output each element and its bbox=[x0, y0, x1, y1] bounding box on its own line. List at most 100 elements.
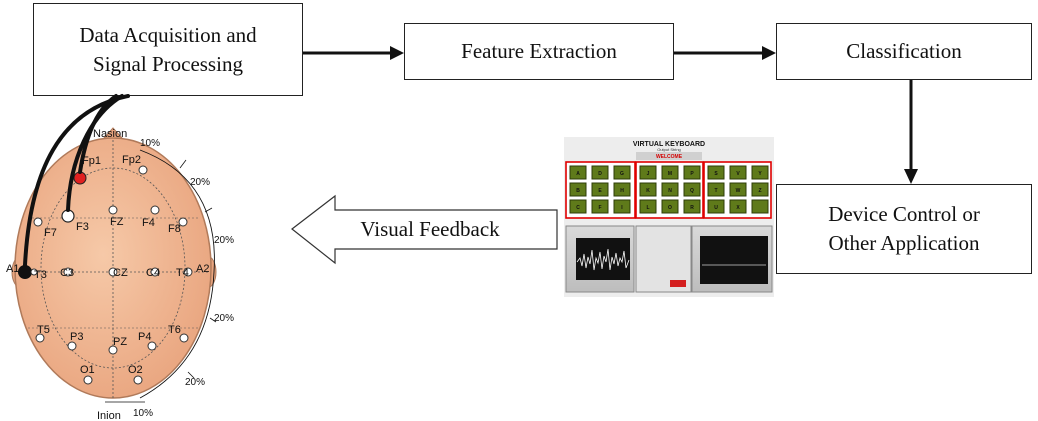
arrow-classification-to-device bbox=[904, 80, 918, 184]
nasion-label: Nasion bbox=[93, 128, 127, 140]
device-control-line1: Device Control or bbox=[828, 202, 980, 226]
electrode-fz bbox=[108, 205, 118, 215]
keyboard-key bbox=[683, 199, 701, 214]
arrow-acq-to-feature bbox=[303, 46, 404, 60]
keyboard-key bbox=[569, 199, 587, 214]
eeg-signal-plot bbox=[576, 238, 630, 280]
electrode-f8 bbox=[178, 217, 188, 227]
keyboard-key bbox=[683, 182, 701, 197]
keyboard-key-label: H bbox=[620, 188, 624, 194]
label-cz: CZ bbox=[113, 267, 128, 279]
keyboard-key-label: I bbox=[621, 205, 623, 211]
data-acquisition-line1: Data Acquisition and bbox=[79, 22, 257, 47]
label-c3: C3 bbox=[60, 267, 74, 279]
keyboard-key bbox=[591, 182, 609, 197]
electrode-p3 bbox=[67, 341, 77, 351]
arrow-feature-to-classification bbox=[674, 46, 776, 60]
keyboard-title: VIRTUAL KEYBOARD bbox=[633, 141, 705, 148]
pct-right-mid-lower: 20% bbox=[214, 313, 234, 324]
keyboard-key-label: A bbox=[576, 171, 580, 177]
keyboard-key bbox=[613, 165, 631, 180]
keyboard-key bbox=[613, 182, 631, 197]
electrode-t3 bbox=[30, 268, 38, 276]
label-t5: T5 bbox=[37, 324, 50, 336]
output-plot bbox=[700, 236, 768, 284]
visual-feedback-label: Visual Feedback bbox=[360, 217, 500, 241]
feature-extraction-box: Feature Extraction bbox=[404, 23, 674, 80]
keyboard-key-label: E bbox=[598, 188, 602, 194]
device-control-line2: Other Application bbox=[828, 231, 980, 255]
label-t4: T4 bbox=[176, 267, 189, 279]
keyboard-key bbox=[613, 199, 631, 214]
label-p4: P4 bbox=[138, 331, 151, 343]
keyboard-key bbox=[639, 165, 657, 180]
pct-right-lower: 20% bbox=[185, 377, 205, 388]
keyboard-key-label: R bbox=[690, 205, 694, 211]
keyboard-key-label: C bbox=[576, 205, 580, 211]
electrode-o2 bbox=[133, 375, 143, 385]
keyboard-key-label: S bbox=[714, 171, 718, 177]
electrode-fp2 bbox=[138, 165, 148, 175]
keyboard-key-label: Y bbox=[758, 171, 762, 177]
electrode-c4 bbox=[150, 267, 160, 277]
label-t3: T3 bbox=[34, 269, 47, 281]
electrode-o1 bbox=[83, 375, 93, 385]
pct-top: 10% bbox=[140, 138, 160, 149]
eeg-head-diagram: 10% 20% 20% 20% 20% 10% Nasion Inion Fp1… bbox=[6, 127, 234, 421]
electrode-pz bbox=[108, 345, 118, 355]
stop-button-indicator bbox=[670, 280, 686, 287]
keyboard-key bbox=[751, 165, 769, 180]
keyboard-key bbox=[707, 199, 725, 214]
keyboard-key-label: F bbox=[598, 205, 601, 211]
keyboard-key bbox=[729, 165, 747, 180]
keyboard-key bbox=[569, 165, 587, 180]
label-t6: T6 bbox=[168, 324, 181, 336]
electrode-t6 bbox=[179, 333, 189, 343]
keyboard-key-label: V bbox=[736, 171, 740, 177]
electrode-p4 bbox=[147, 341, 157, 351]
keyboard-key-label: Z bbox=[758, 188, 761, 194]
pct-right-upper: 20% bbox=[190, 177, 210, 188]
label-pz: PZ bbox=[113, 336, 127, 348]
label-o1: O1 bbox=[80, 364, 95, 376]
keyboard-key-label: M bbox=[668, 171, 672, 177]
label-f8: F8 bbox=[168, 223, 181, 235]
keyboard-key-label: W bbox=[736, 188, 741, 194]
keyboard-key bbox=[729, 199, 747, 214]
electrode-cables bbox=[23, 94, 130, 267]
keyboard-key-label: G bbox=[620, 171, 624, 177]
keyboard-key bbox=[751, 182, 769, 197]
virtual-keyboard-screenshot: VIRTUAL KEYBOARD Output String WELCOME A… bbox=[564, 137, 774, 297]
keyboard-key-label: K bbox=[646, 188, 650, 194]
keyboard-key-label: O bbox=[668, 205, 672, 211]
data-acquisition-box: Data Acquisition and Signal Processing bbox=[33, 3, 303, 96]
keyboard-key bbox=[683, 165, 701, 180]
electrode-f4 bbox=[150, 205, 160, 215]
keyboard-key bbox=[639, 182, 657, 197]
label-f3: F3 bbox=[76, 221, 89, 233]
inion-label: Inion bbox=[97, 410, 121, 421]
keyboard-key-label: L bbox=[646, 205, 649, 211]
electrode-cz bbox=[108, 267, 118, 277]
keyboard-key bbox=[751, 199, 769, 214]
keyboard-key bbox=[639, 199, 657, 214]
keyboard-subtitle: Output String bbox=[657, 147, 681, 152]
keyboard-key bbox=[707, 182, 725, 197]
visual-feedback-arrow: Visual Feedback bbox=[291, 194, 558, 265]
label-o2: O2 bbox=[128, 364, 143, 376]
keyboard-key bbox=[661, 199, 679, 214]
keyboard-key-label: X bbox=[736, 205, 740, 211]
keyboard-key bbox=[661, 182, 679, 197]
label-p3: P3 bbox=[70, 331, 83, 343]
keyboard-key-label: N bbox=[668, 188, 672, 194]
label-c4: C4 bbox=[146, 267, 160, 279]
keyboard-key bbox=[569, 182, 587, 197]
keyboard-key bbox=[707, 165, 725, 180]
feature-extraction-label: Feature Extraction bbox=[461, 39, 617, 63]
pct-right-mid-upper: 20% bbox=[214, 235, 234, 246]
keyboard-key-label: T bbox=[714, 188, 717, 194]
electrode-a1 bbox=[18, 265, 32, 279]
keyboard-key-label: Q bbox=[690, 188, 694, 194]
label-fp1: Fp1 bbox=[82, 155, 101, 167]
